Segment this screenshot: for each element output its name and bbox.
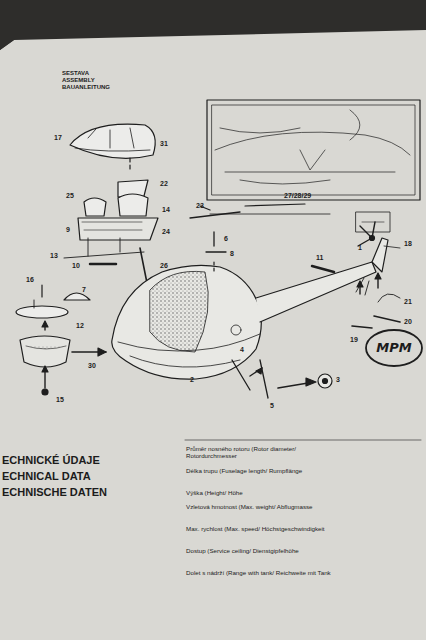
data-text: Vzletová hmotnost (Max. weight/ Abflugma… bbox=[186, 504, 336, 511]
callout-number: 27/28/29 bbox=[284, 192, 311, 200]
callout-number: 16 bbox=[26, 276, 34, 284]
callout-number: 19 bbox=[350, 336, 358, 344]
callout-number: 22 bbox=[160, 180, 168, 188]
callout-number: 13 bbox=[50, 252, 58, 260]
heading-text: BAUANLEITUNG bbox=[62, 84, 110, 91]
data-text: Dolet s nádrží (Range with tank/ Reichwe… bbox=[186, 570, 336, 577]
callout-number: 20 bbox=[404, 318, 412, 326]
data-text: ECHNISCHE DATEN bbox=[2, 486, 107, 498]
callout-number: 4 bbox=[240, 346, 244, 354]
data-text: Průměr nosného rotoru (Rotor diameter/ R… bbox=[186, 446, 336, 460]
heading-text: SESTAVA bbox=[62, 70, 89, 77]
callout-number: 2 bbox=[190, 376, 194, 384]
callout-number: 18 bbox=[404, 240, 412, 248]
callout-number: 7 bbox=[82, 286, 86, 294]
callout-number: 26 bbox=[160, 262, 168, 270]
callout-number: 17 bbox=[54, 134, 62, 142]
data-text: Výška (Height/ Höhe bbox=[186, 490, 336, 497]
callout-number: 25 bbox=[66, 192, 74, 200]
callout-number: 8 bbox=[230, 250, 234, 258]
callout-number: 5 bbox=[270, 402, 274, 410]
heading-text: ASSEMBLY bbox=[62, 77, 95, 84]
callout-number: 12 bbox=[76, 322, 84, 330]
callout-number: 31 bbox=[160, 140, 168, 148]
callout-number: 3 bbox=[336, 376, 340, 384]
callout-number: 30 bbox=[88, 362, 96, 370]
callout-number: 23 bbox=[196, 202, 204, 210]
callout-number: 11 bbox=[316, 254, 323, 262]
data-text: ECHNICKÉ ÚDAJE bbox=[2, 454, 100, 466]
callout-number: 1 bbox=[358, 244, 362, 252]
callout-number: 14 bbox=[162, 206, 170, 214]
data-text: Délka trupu (Fuselage length/ Rumpflänge bbox=[186, 468, 336, 475]
brand-logo: MPM bbox=[376, 341, 411, 355]
callout-number: 21 bbox=[404, 298, 412, 306]
callout-number: 15 bbox=[56, 396, 64, 404]
data-text: Max. rychlost (Max. speed/ Höchstgeschwi… bbox=[186, 526, 336, 533]
callout-number: 9 bbox=[66, 226, 70, 234]
data-text: ECHNICAL DATA bbox=[2, 470, 91, 482]
data-text: Dostup (Service ceiling/ Dienstgipfelhöh… bbox=[186, 548, 336, 555]
callout-number: 24 bbox=[162, 228, 170, 236]
callout-number: 10 bbox=[72, 262, 80, 270]
callout-number: 6 bbox=[224, 235, 228, 243]
